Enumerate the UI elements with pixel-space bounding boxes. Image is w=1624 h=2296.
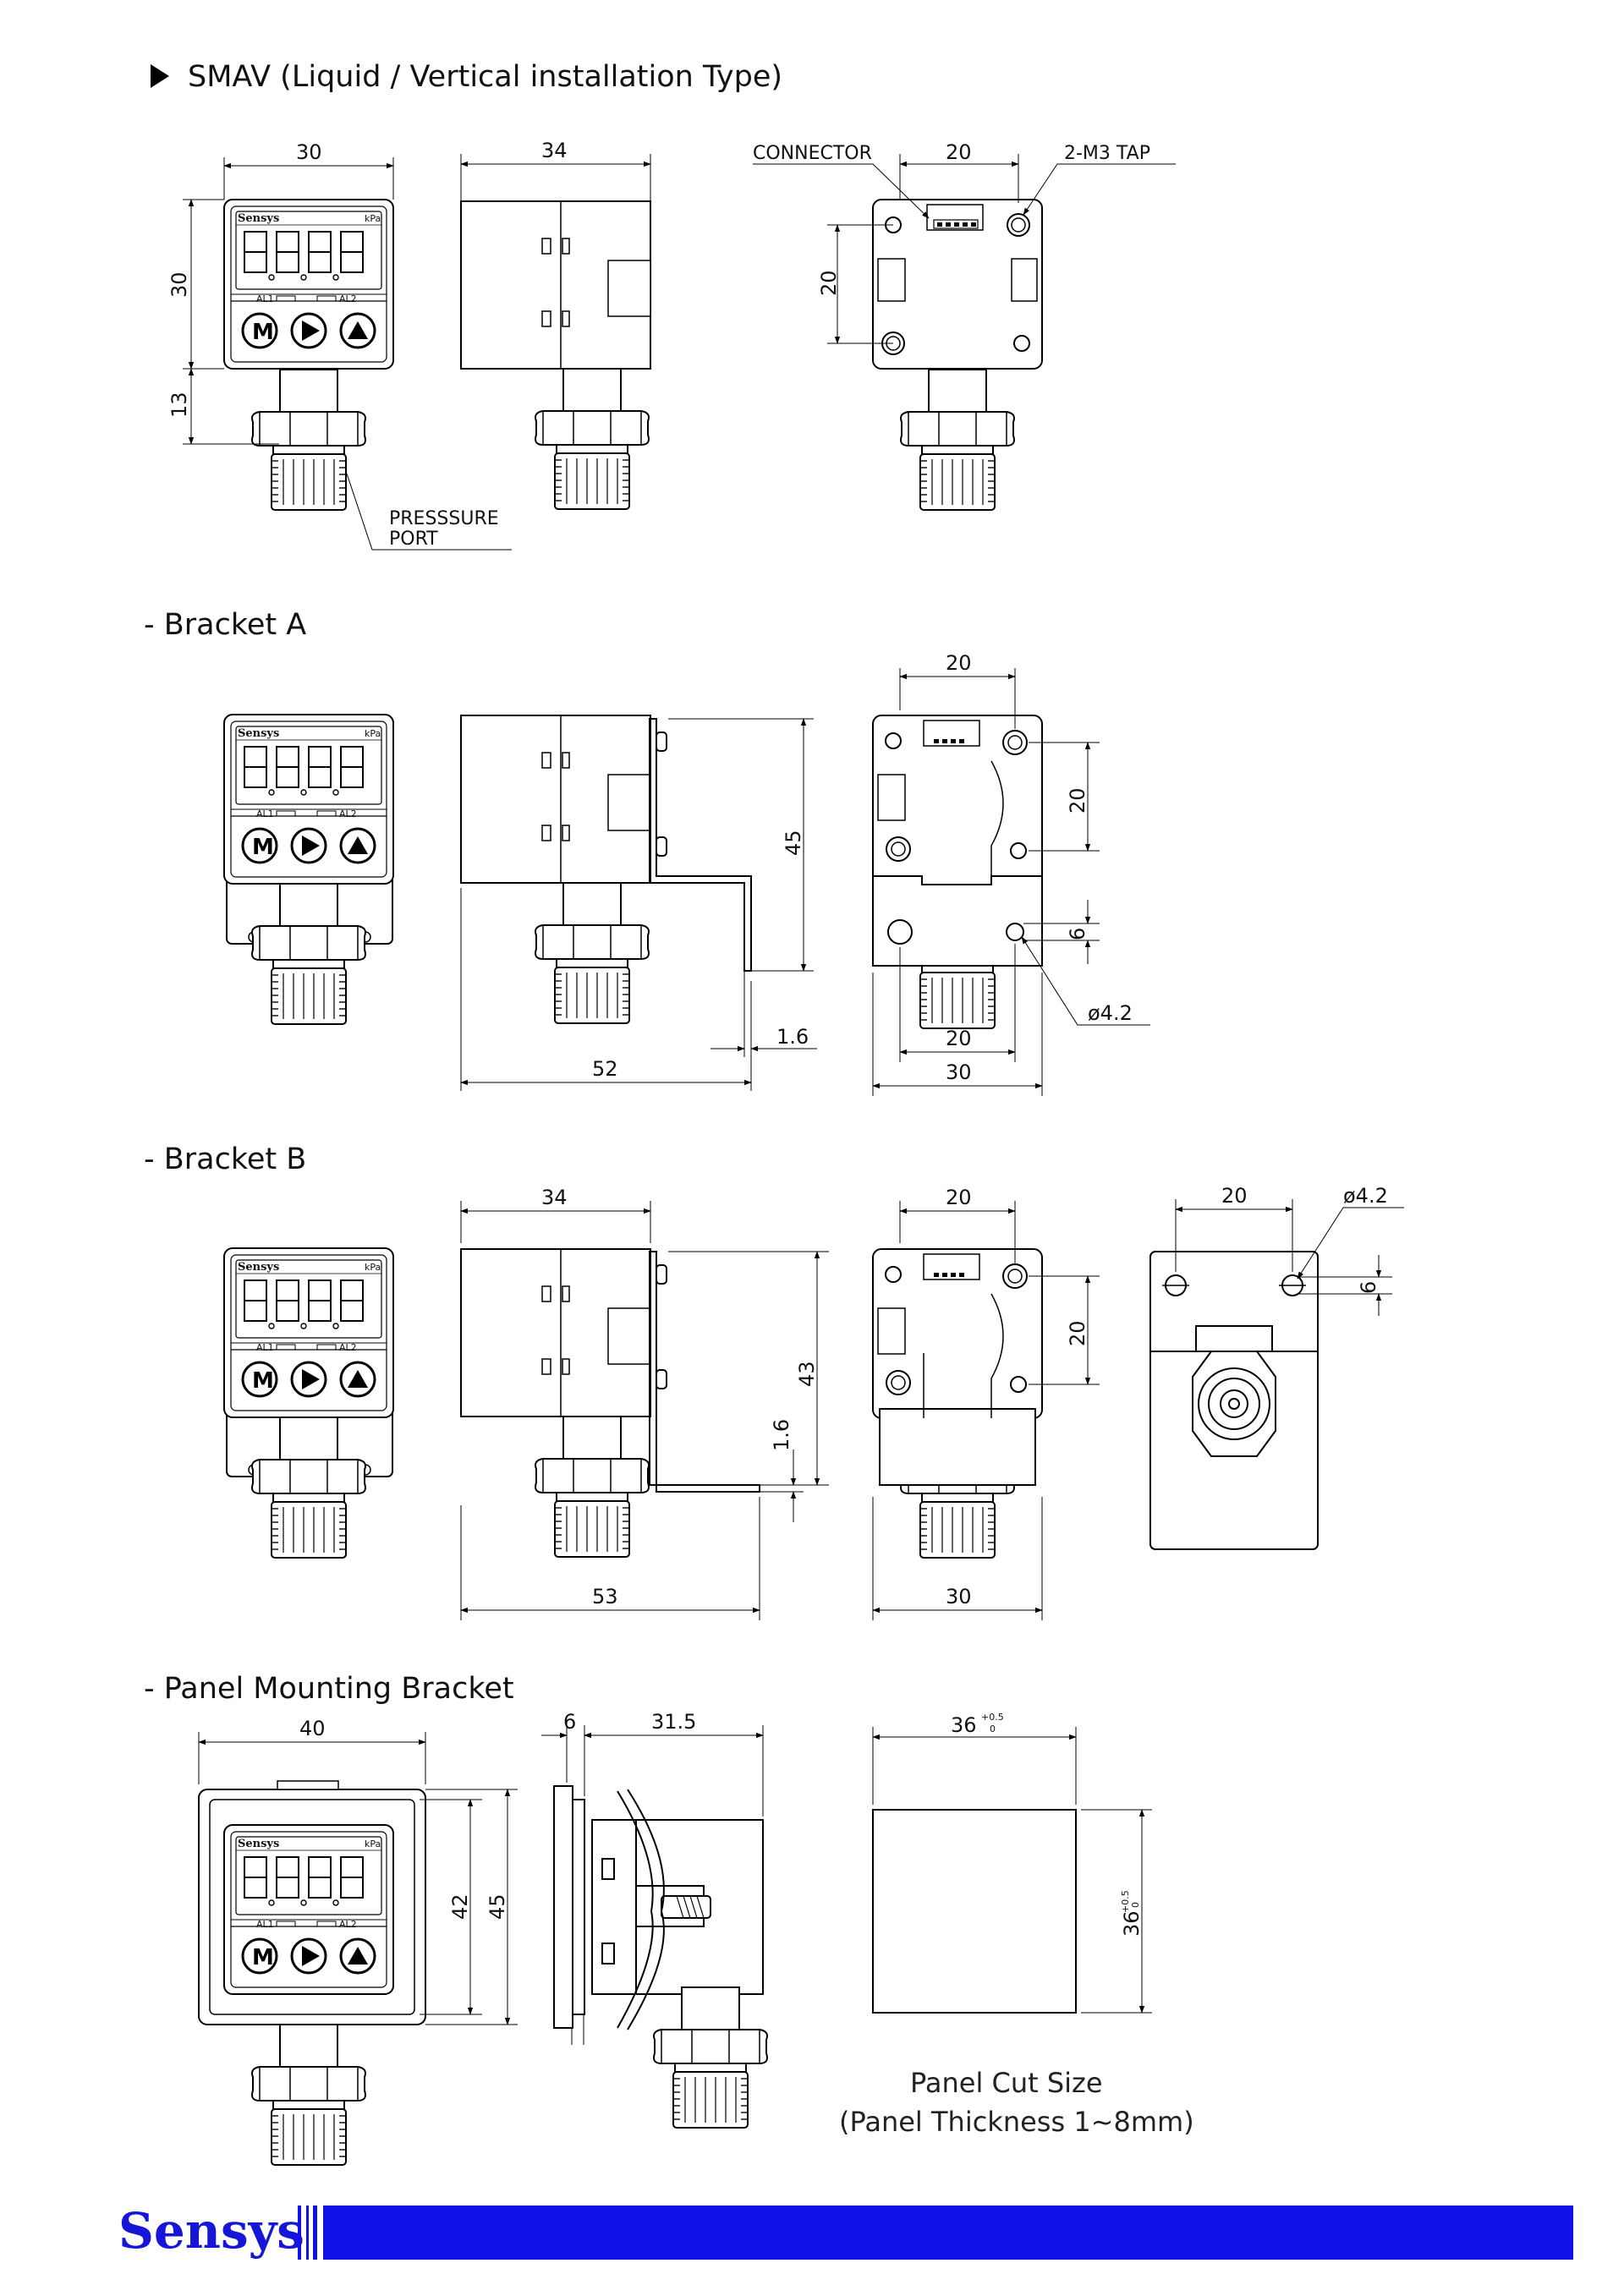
mode-button-label: M bbox=[252, 320, 274, 345]
smav-front-height: 30 bbox=[167, 271, 191, 298]
footer-bar bbox=[323, 2206, 1573, 2260]
panel-cut-caption: Panel Cut Size bbox=[910, 2067, 1103, 2099]
panel-depth: 31.5 bbox=[651, 1710, 696, 1734]
bracket-b-hole-dia: ø4.2 bbox=[1343, 1184, 1388, 1208]
bracket-a-rear-bottom-inner: 20 bbox=[946, 1027, 972, 1050]
device-alarm2: AL2 bbox=[339, 808, 357, 819]
smav-port-height: 13 bbox=[167, 392, 191, 418]
device-alarm2: AL2 bbox=[339, 1342, 357, 1353]
panel-cut-width: 36 bbox=[951, 1713, 977, 1737]
panel-inner-height: 42 bbox=[448, 1893, 472, 1920]
bracket-b-height: 43 bbox=[795, 1361, 819, 1387]
device-unit: kPa bbox=[365, 213, 381, 224]
smav-front-width: 30 bbox=[296, 140, 322, 164]
tap-label: 2-M3 TAP bbox=[1064, 143, 1150, 164]
device-unit: kPa bbox=[365, 1838, 381, 1849]
bracket-b-depth: 53 bbox=[592, 1585, 618, 1608]
bracket-b-side-width: 34 bbox=[541, 1186, 568, 1209]
panel-section: - Panel Mounting Bracket 40 42 45 bbox=[144, 1672, 1194, 2166]
device-unit: kPa bbox=[365, 728, 381, 739]
device-alarm1: AL1 bbox=[256, 293, 274, 304]
panel-front-width: 40 bbox=[299, 1717, 326, 1740]
panel-cut-height-tol-upper: +0.5 bbox=[1120, 1890, 1131, 1913]
panel-thickness-caption: (Panel Thickness 1~8mm) bbox=[839, 2106, 1194, 2138]
footer-divider-2 bbox=[306, 2206, 309, 2260]
bracket-a-rear-bottom-outer: 30 bbox=[946, 1060, 972, 1084]
bracket-b-section: - Bracket B 34 43 1.6 53 bbox=[144, 1143, 1404, 1620]
panel-cut-width-tol-lower: 0 bbox=[990, 1723, 996, 1734]
device-alarm1: AL1 bbox=[256, 1342, 274, 1353]
device-unit: kPa bbox=[365, 1262, 381, 1273]
panel-heading: - Panel Mounting Bracket bbox=[144, 1672, 514, 1706]
panel-cut-width-tol-upper: +0.5 bbox=[981, 1712, 1004, 1723]
panel-cut-height-tol-lower: 0 bbox=[1130, 1902, 1141, 1908]
smav-heading: SMAV (Liquid / Vertical installation Typ… bbox=[188, 60, 782, 94]
footer: Sensys bbox=[118, 2202, 1573, 2260]
mode-button-label: M bbox=[252, 1368, 274, 1394]
pressure-port-label-2: PORT bbox=[389, 529, 438, 550]
device-brand: Sensys bbox=[238, 212, 279, 225]
bracket-a-hole-dia: ø4.2 bbox=[1088, 1001, 1133, 1025]
bracket-a-rear-top: 20 bbox=[946, 651, 972, 675]
device-alarm2: AL2 bbox=[339, 293, 357, 304]
bracket-b-slot-pitch: 6 bbox=[1357, 1281, 1380, 1294]
mode-button-label: M bbox=[252, 835, 274, 860]
bracket-b-thickness: 1.6 bbox=[770, 1419, 793, 1451]
footer-divider bbox=[298, 2206, 301, 2260]
smav-hole-spacing-h: 20 bbox=[946, 140, 972, 164]
footer-logo: Sensys bbox=[118, 2202, 304, 2260]
connector-label: CONNECTOR bbox=[753, 143, 872, 164]
device-alarm1: AL1 bbox=[256, 808, 274, 819]
pressure-port-label-1: PRESSSURE bbox=[389, 508, 499, 529]
panel-bezel: 6 bbox=[563, 1710, 576, 1734]
bracket-b-bottom-spacing: 20 bbox=[1221, 1184, 1248, 1208]
bracket-b-heading: - Bracket B bbox=[144, 1143, 306, 1176]
bracket-b-rear-side: 20 bbox=[1066, 1320, 1089, 1346]
bracket-a-depth: 52 bbox=[592, 1057, 618, 1081]
device-brand: Sensys bbox=[238, 727, 279, 740]
device-alarm1: AL1 bbox=[256, 1919, 274, 1930]
bracket-a-section: - Bracket A 45 1.6 52 bbox=[144, 608, 1150, 1096]
device-face-labels: Sensys kPa AL1 AL2 M Sensys kPa AL1 AL2 … bbox=[238, 212, 381, 1970]
bracket-b-rear-bottom: 30 bbox=[946, 1585, 972, 1608]
bracket-a-rear-side: 20 bbox=[1066, 787, 1089, 814]
device-brand: Sensys bbox=[238, 1838, 279, 1850]
mode-button-label: M bbox=[252, 1945, 274, 1970]
bracket-a-heading: - Bracket A bbox=[144, 608, 306, 642]
smav-hole-spacing-v: 20 bbox=[817, 270, 841, 296]
bracket-a-slot-pitch: 6 bbox=[1066, 928, 1089, 940]
bracket-a-height: 45 bbox=[782, 830, 805, 856]
heading-bullet-icon bbox=[151, 64, 169, 88]
bracket-b-rear-top: 20 bbox=[946, 1186, 972, 1209]
panel-cut-height: 36 bbox=[1120, 1910, 1144, 1937]
device-alarm2: AL2 bbox=[339, 1919, 357, 1930]
footer-divider-3 bbox=[313, 2206, 317, 2260]
smav-section: SMAV (Liquid / Vertical installation Typ… bbox=[151, 60, 1176, 551]
smav-side-width: 34 bbox=[541, 139, 568, 162]
device-brand: Sensys bbox=[238, 1261, 279, 1274]
bracket-a-thickness: 1.6 bbox=[776, 1025, 809, 1049]
panel-outer-height: 45 bbox=[486, 1893, 509, 1920]
